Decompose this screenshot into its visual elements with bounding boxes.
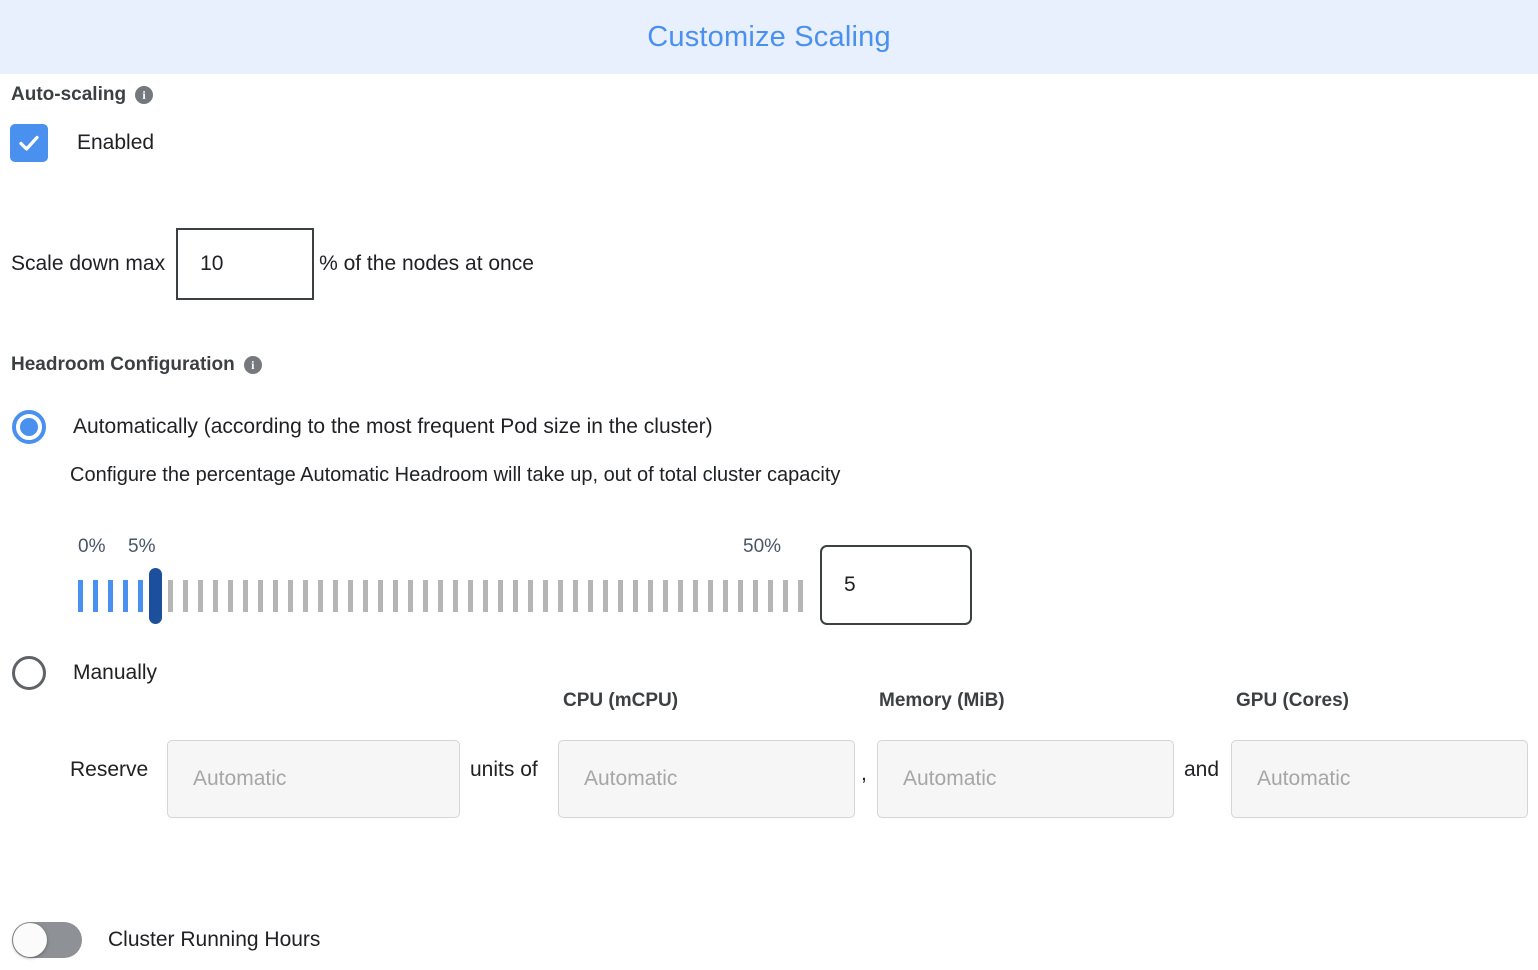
slider-max-label: 50% (743, 536, 782, 557)
radio-manually[interactable] (12, 656, 46, 690)
slider-tick[interactable] (198, 580, 203, 612)
slider-tick[interactable] (123, 580, 128, 612)
slider-tick[interactable] (393, 580, 398, 612)
radio-automatic[interactable] (12, 410, 46, 444)
radio-dot-icon (20, 418, 38, 436)
headroom-automatic-label: Automatically (according to the most fre… (73, 415, 713, 438)
cluster-running-hours-toggle[interactable] (12, 922, 82, 958)
auto-scaling-section-header: Auto-scaling i (11, 84, 154, 106)
slider-tick[interactable] (678, 580, 683, 612)
slider-tick[interactable] (558, 580, 563, 612)
cluster-running-hours-label: Cluster Running Hours (108, 928, 321, 951)
scale-down-max-input[interactable] (176, 228, 315, 300)
slider-tick[interactable] (603, 580, 608, 612)
scale-down-max-label: Scale down max (11, 252, 166, 275)
slider-tick[interactable] (363, 580, 368, 612)
memory-field-caption: Memory (MiB) (879, 690, 1005, 711)
headroom-manual-label: Manually (73, 661, 158, 684)
slider-tick[interactable] (408, 580, 413, 612)
comma-separator: , (861, 762, 867, 785)
dialog-header: Customize Scaling (0, 0, 1538, 74)
enabled-label: Enabled (77, 131, 155, 154)
slider-tick[interactable] (633, 580, 638, 612)
headroom-configuration-label: Headroom Configuration (11, 354, 235, 375)
slider-tick[interactable] (783, 580, 788, 612)
memory-input[interactable] (877, 740, 1174, 818)
slider-tick[interactable] (438, 580, 443, 612)
headroom-manual-option[interactable]: Manually (12, 656, 157, 690)
slider-track[interactable] (78, 568, 808, 624)
slider-tick[interactable] (108, 580, 113, 612)
slider-tick[interactable] (258, 580, 263, 612)
headroom-section-header: Headroom Configuration i (11, 354, 262, 376)
slider-tick[interactable] (618, 580, 623, 612)
slider-tick[interactable] (798, 580, 803, 612)
slider-tick[interactable] (753, 580, 758, 612)
slider-thumb[interactable] (149, 568, 162, 624)
slider-tick[interactable] (243, 580, 248, 612)
slider-tick[interactable] (543, 580, 548, 612)
slider-tick[interactable] (288, 580, 293, 612)
slider-tick[interactable] (498, 580, 503, 612)
slider-tick[interactable] (588, 580, 593, 612)
scale-down-max-suffix: % of the nodes at once (319, 252, 534, 275)
slider-tick[interactable] (228, 580, 233, 612)
slider-tick[interactable] (528, 580, 533, 612)
slider-tick[interactable] (183, 580, 188, 612)
slider-tick[interactable] (168, 580, 173, 612)
cpu-field-caption: CPU (mCPU) (563, 690, 679, 711)
slider-min-label: 0% (78, 536, 106, 557)
reserve-fields-area: Reserve units of CPU (mCPU) , Memory (Mi… (0, 690, 1538, 830)
page-title: Customize Scaling (647, 20, 891, 53)
slider-tick[interactable] (378, 580, 383, 612)
headroom-percentage-slider[interactable]: 0% 5% 50% (78, 536, 808, 624)
slider-current-label: 5% (128, 536, 156, 557)
headroom-percentage-input[interactable] (820, 545, 972, 625)
slider-tick[interactable] (93, 580, 98, 612)
units-of-word: units of (470, 758, 538, 781)
slider-tick[interactable] (573, 580, 578, 612)
slider-tick[interactable] (513, 580, 518, 612)
slider-tick[interactable] (768, 580, 773, 612)
slider-tick[interactable] (663, 580, 668, 612)
slider-tick[interactable] (738, 580, 743, 612)
slider-tick[interactable] (693, 580, 698, 612)
slider-tick[interactable] (483, 580, 488, 612)
toggle-knob (13, 923, 47, 957)
cluster-running-hours-row[interactable]: Cluster Running Hours (12, 922, 320, 958)
slider-tick[interactable] (348, 580, 353, 612)
scale-down-max-row: Scale down max % of the nodes at once (11, 228, 534, 300)
slider-tick[interactable] (468, 580, 473, 612)
info-icon[interactable]: i (243, 356, 262, 374)
slider-tick[interactable] (318, 580, 323, 612)
slider-tick[interactable] (333, 580, 338, 612)
gpu-field-caption: GPU (Cores) (1236, 690, 1349, 711)
slider-tick[interactable] (213, 580, 218, 612)
slider-tick[interactable] (78, 580, 83, 612)
and-word: and (1184, 758, 1220, 781)
headroom-automatic-option[interactable]: Automatically (according to the most fre… (12, 410, 713, 444)
reserve-word: Reserve (70, 758, 149, 781)
gpu-input[interactable] (1231, 740, 1528, 818)
auto-scaling-label: Auto-scaling (11, 84, 127, 105)
slider-labels: 0% 5% 50% (78, 536, 808, 564)
slider-tick[interactable] (453, 580, 458, 612)
slider-tick[interactable] (708, 580, 713, 612)
slider-tick[interactable] (648, 580, 653, 612)
slider-tick[interactable] (423, 580, 428, 612)
slider-tick[interactable] (723, 580, 728, 612)
headroom-automatic-helper: Configure the percentage Automatic Headr… (70, 464, 841, 486)
enabled-checkbox[interactable] (10, 124, 48, 162)
info-icon[interactable]: i (135, 86, 154, 104)
slider-tick[interactable] (138, 580, 143, 612)
reserve-units-input[interactable] (167, 740, 460, 818)
cpu-input[interactable] (558, 740, 855, 818)
auto-scaling-enabled-row[interactable]: Enabled (10, 124, 154, 162)
slider-tick[interactable] (273, 580, 278, 612)
slider-tick[interactable] (303, 580, 308, 612)
